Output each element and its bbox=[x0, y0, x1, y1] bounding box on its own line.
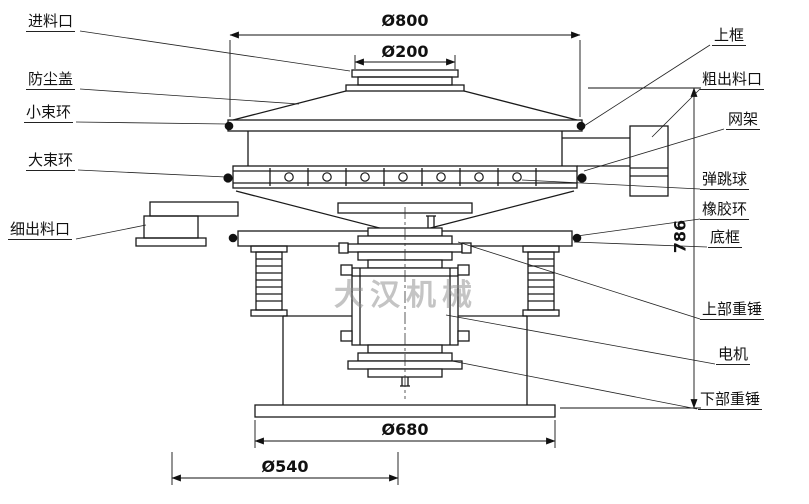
fine-outlet-duct bbox=[149, 201, 239, 217]
rubber-ring-dot-right bbox=[572, 233, 582, 243]
machine-body bbox=[135, 69, 669, 418]
label-bouncing-ball: 弹跳球 bbox=[700, 170, 750, 191]
fine-outlet-chute bbox=[143, 215, 199, 239]
fine-outlet-flange bbox=[135, 237, 207, 247]
dust-cover-left bbox=[232, 90, 347, 121]
inlet-bottom-flange bbox=[345, 84, 465, 92]
inlet-neck bbox=[357, 76, 453, 86]
bouncing-balls bbox=[284, 172, 522, 182]
label-motor: 电机 bbox=[716, 345, 751, 366]
dust-cover-right bbox=[463, 90, 578, 121]
label-dust-cover: 防尘盖 bbox=[26, 70, 76, 91]
leader-lines bbox=[75, 30, 725, 410]
clamp-ring-dots bbox=[223, 121, 587, 243]
inlet-top-flange bbox=[351, 69, 459, 78]
spring-right bbox=[522, 245, 560, 317]
large-clamp-dot-right bbox=[577, 173, 587, 183]
label-feed-inlet: 进料口 bbox=[26, 12, 76, 33]
small-clamp-dot-right bbox=[576, 121, 586, 131]
coarse-outlet-chute bbox=[629, 125, 669, 197]
screen-band bbox=[232, 165, 578, 189]
upper-frame-rim bbox=[227, 119, 583, 132]
dim-lower-diameter: Ø540 bbox=[261, 457, 309, 476]
spring-left bbox=[250, 245, 288, 317]
dim-outer-diameter: Ø800 bbox=[381, 11, 429, 30]
label-bottom-frame: 底框 bbox=[708, 228, 743, 249]
rubber-ring-dot-left bbox=[228, 233, 238, 243]
label-fine-outlet: 细出料口 bbox=[8, 220, 73, 241]
dimension-lines bbox=[171, 31, 701, 485]
dim-total-height: 786 bbox=[670, 219, 690, 254]
label-small-clamp-ring: 小束环 bbox=[24, 103, 74, 124]
base-flange bbox=[254, 404, 556, 418]
small-clamp-dot-left bbox=[224, 121, 234, 131]
label-rubber-ring: 橡胶环 bbox=[700, 200, 750, 221]
large-clamp-dot-left bbox=[223, 173, 233, 183]
label-lower-weight: 下部重锤 bbox=[698, 390, 763, 411]
label-upper-weight: 上部重锤 bbox=[700, 300, 765, 321]
dim-inlet-diameter: Ø200 bbox=[381, 42, 429, 61]
dim-base-diameter: Ø680 bbox=[381, 420, 429, 439]
label-large-clamp-ring: 大束环 bbox=[26, 151, 76, 172]
label-upper-frame: 上框 bbox=[712, 26, 747, 47]
label-screen-frame: 网架 bbox=[726, 110, 761, 131]
label-coarse-outlet: 粗出料口 bbox=[700, 70, 765, 91]
